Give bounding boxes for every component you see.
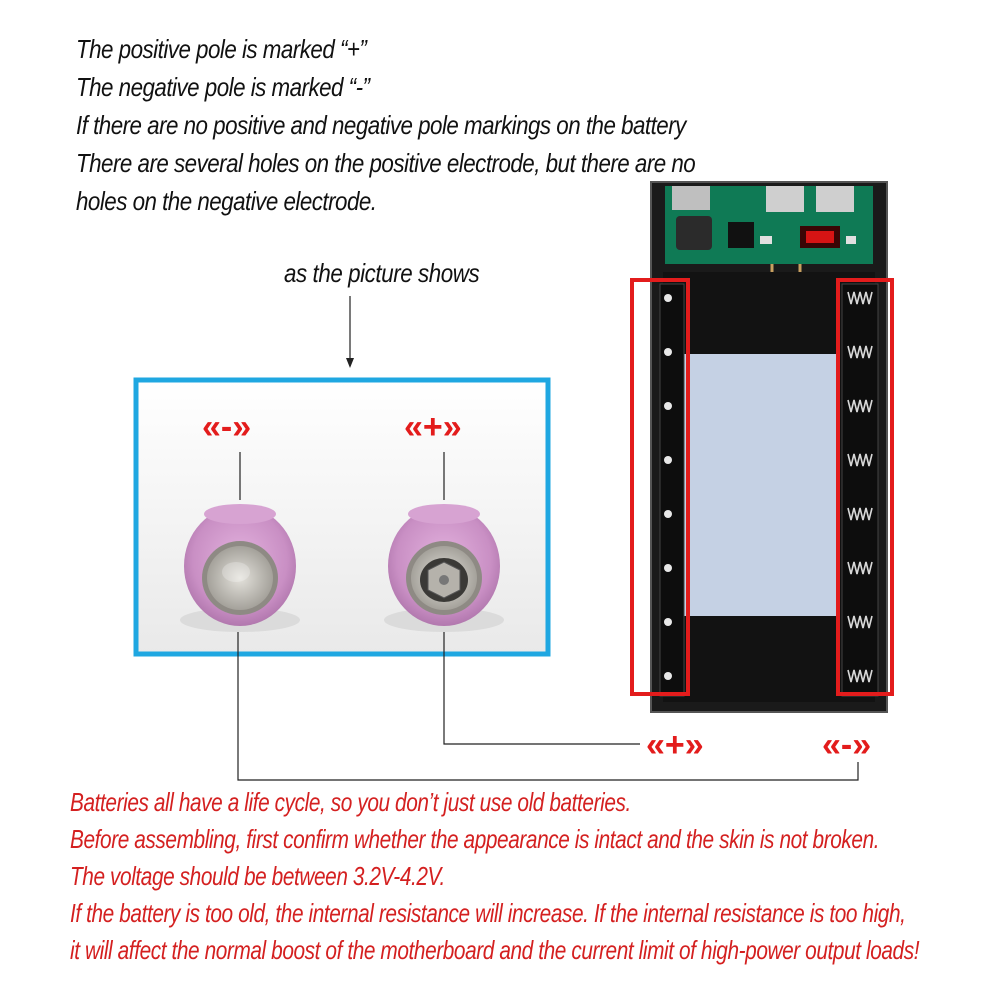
- note-no-markings: If there are no positive and negative po…: [76, 110, 686, 140]
- negative-spring-strip: [841, 283, 879, 697]
- positive-side-highlight: [630, 278, 690, 696]
- positive-cell-photo: [384, 504, 504, 632]
- top-instructions: The positive pole is marked “+” The nega…: [76, 30, 776, 220]
- warning-voltage: The voltage should be between 3.2V-4.2V.: [70, 861, 445, 891]
- warning-appearance: Before assembling, first confirm whether…: [70, 824, 880, 854]
- negative-cell-label: «-»: [202, 408, 252, 446]
- warning-resistance-1: If the battery is too old, the internal …: [70, 898, 906, 928]
- negative-box-label: «-»: [822, 726, 872, 764]
- warning-life-cycle: Batteries all have a life cycle, so you …: [70, 787, 631, 817]
- positive-box-label: «+»: [646, 726, 704, 764]
- negative-side-highlight: [836, 278, 894, 696]
- positive-contact-strip: [659, 283, 685, 697]
- note-positive-mark: The positive pole is marked “+”: [76, 34, 367, 64]
- circuit-board: [665, 186, 873, 264]
- bottom-warnings: Batteries all have a life cycle, so you …: [70, 784, 990, 969]
- note-holes-1: There are several holes on the positive …: [76, 148, 696, 178]
- note-holes-2: holes on the negative electrode.: [76, 186, 377, 216]
- negative-cell-photo: [180, 504, 300, 632]
- cell-leader-lines: [237, 452, 859, 781]
- caption-arrow: [346, 296, 354, 368]
- picture-caption: as the picture shows: [284, 258, 480, 288]
- note-negative-mark: The negative pole is marked “-”: [76, 72, 370, 102]
- warning-resistance-2: it will affect the normal boost of the m…: [70, 935, 920, 965]
- positive-cell-label: «+»: [404, 408, 462, 446]
